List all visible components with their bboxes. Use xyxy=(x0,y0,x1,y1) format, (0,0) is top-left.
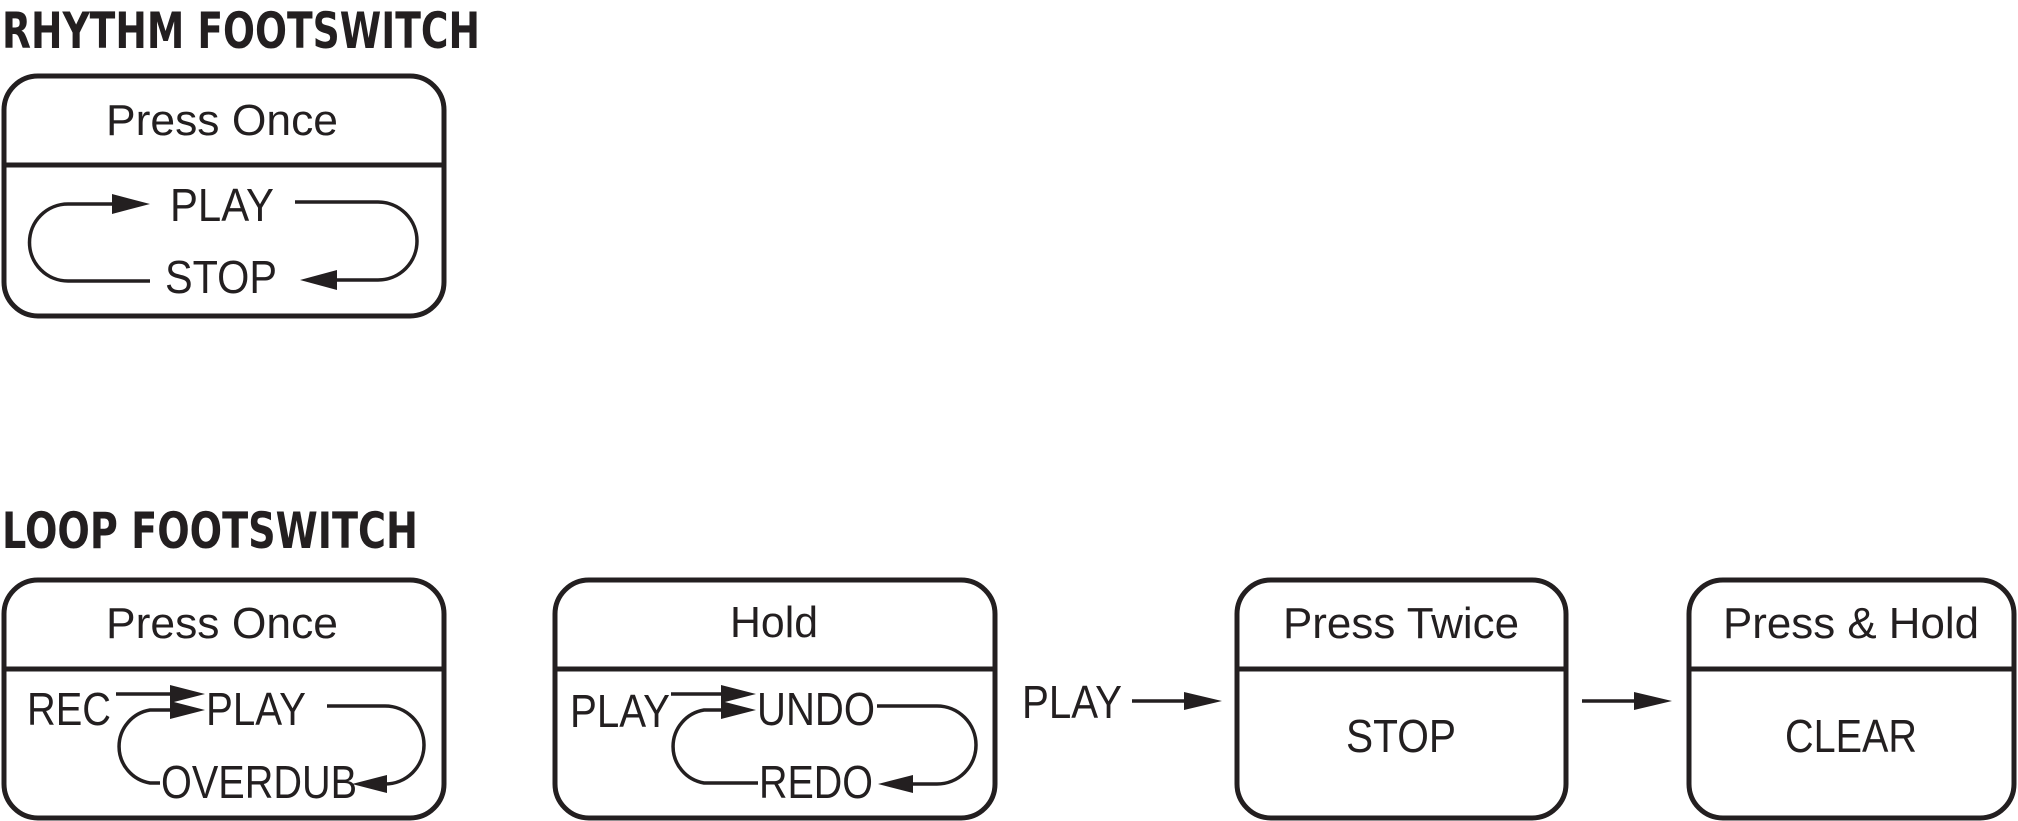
hold-play-label: PLAY xyxy=(570,685,670,737)
loop-hold-box: Hold PLAY UNDO REDO xyxy=(552,577,998,821)
box-outline xyxy=(552,577,998,821)
play-to-stop-loop-line xyxy=(295,200,419,282)
rhythm-stop-label: STOP xyxy=(165,251,277,303)
stop-to-play-loop-line xyxy=(27,202,150,283)
press-twice-stop-label: STOP xyxy=(1346,710,1456,762)
box-outline xyxy=(1,73,447,319)
play-to-undo-arrow-icon xyxy=(721,685,756,703)
loop-press-once-header: Press Once xyxy=(106,599,338,648)
redo-to-undo-loop-line xyxy=(671,708,758,785)
overdub-to-play-loop-line xyxy=(117,708,180,785)
stop-to-clear-arrow-icon xyxy=(1634,692,1672,710)
play-to-overdub-arrow-icon xyxy=(352,775,387,793)
press-hold-header: Press & Hold xyxy=(1723,599,1979,648)
loop-play-label: PLAY xyxy=(206,683,306,735)
redo-label: REDO xyxy=(759,756,873,808)
play-to-overdub-loop-line xyxy=(327,704,426,786)
loop-press-hold-box: Press & Hold CLEAR xyxy=(1686,577,2017,821)
loop-press-once-box: Press Once REC PLAY OVERDUB xyxy=(1,577,447,821)
play-transition-label: PLAY xyxy=(1022,676,1122,728)
rec-to-play-arrow-icon xyxy=(170,685,205,703)
press-hold-clear-label: CLEAR xyxy=(1785,710,1917,762)
play-to-stop-arrow-icon xyxy=(300,270,337,290)
redo-to-undo-arrow-icon xyxy=(721,701,756,719)
box-outline xyxy=(1,577,447,821)
undo-label: UNDO xyxy=(757,683,875,735)
play-to-stop-arrow-icon xyxy=(1184,692,1222,710)
stop-to-play-arrow-icon xyxy=(112,194,150,214)
overdub-label: OVERDUB xyxy=(161,756,357,808)
rhythm-footswitch-title: RHYTHM FOOTSWITCH xyxy=(2,2,480,60)
rec-label: REC xyxy=(27,683,111,735)
hold-header: Hold xyxy=(730,598,818,647)
loop-footswitch-title: LOOP FOOTSWITCH xyxy=(2,502,418,560)
overdub-to-play-arrow-icon xyxy=(170,701,205,719)
rhythm-press-once-header: Press Once xyxy=(106,96,338,145)
rhythm-press-once-box: Press Once PLAY STOP xyxy=(1,73,447,319)
box-outline xyxy=(1686,577,2017,821)
undo-to-redo-arrow-icon xyxy=(878,775,913,793)
box-outline xyxy=(1234,577,1569,821)
rhythm-play-label: PLAY xyxy=(170,179,274,231)
undo-to-redo-loop-line xyxy=(877,704,978,786)
press-twice-header: Press Twice xyxy=(1283,599,1519,648)
loop-press-twice-box: Press Twice STOP xyxy=(1234,577,1569,821)
